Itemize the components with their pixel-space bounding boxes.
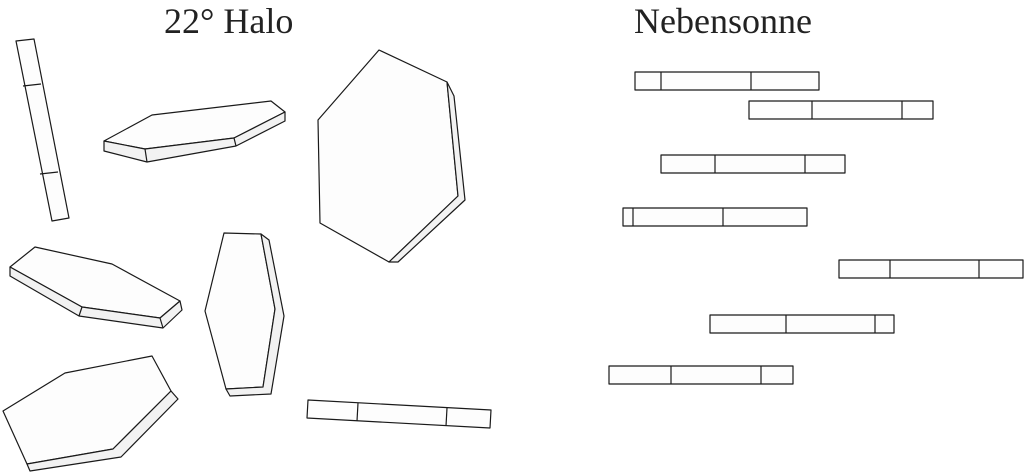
crystal-edge-vertical [15,38,70,222]
aligned-plate-6 [709,314,895,334]
aligned-plate-3 [660,154,846,174]
crystal-tilted-plate-1 [103,100,286,163]
aligned-plate-5 [838,259,1024,279]
crystal-lower-hexagon [2,355,179,472]
aligned-plate-4 [622,207,808,227]
crystal-vertical-hexagon [204,232,285,397]
crystal-large-hexagon [317,49,466,263]
nebensonne-title: Nebensonne [634,1,812,41]
crystal-tilted-plate-2 [9,246,183,329]
crystal-edge-horizontal [306,399,492,429]
aligned-plate-1 [634,71,820,91]
aligned-plate-7 [608,365,794,385]
aligned-plate-2 [748,100,934,120]
halo-22-title: 22° Halo [164,1,294,41]
